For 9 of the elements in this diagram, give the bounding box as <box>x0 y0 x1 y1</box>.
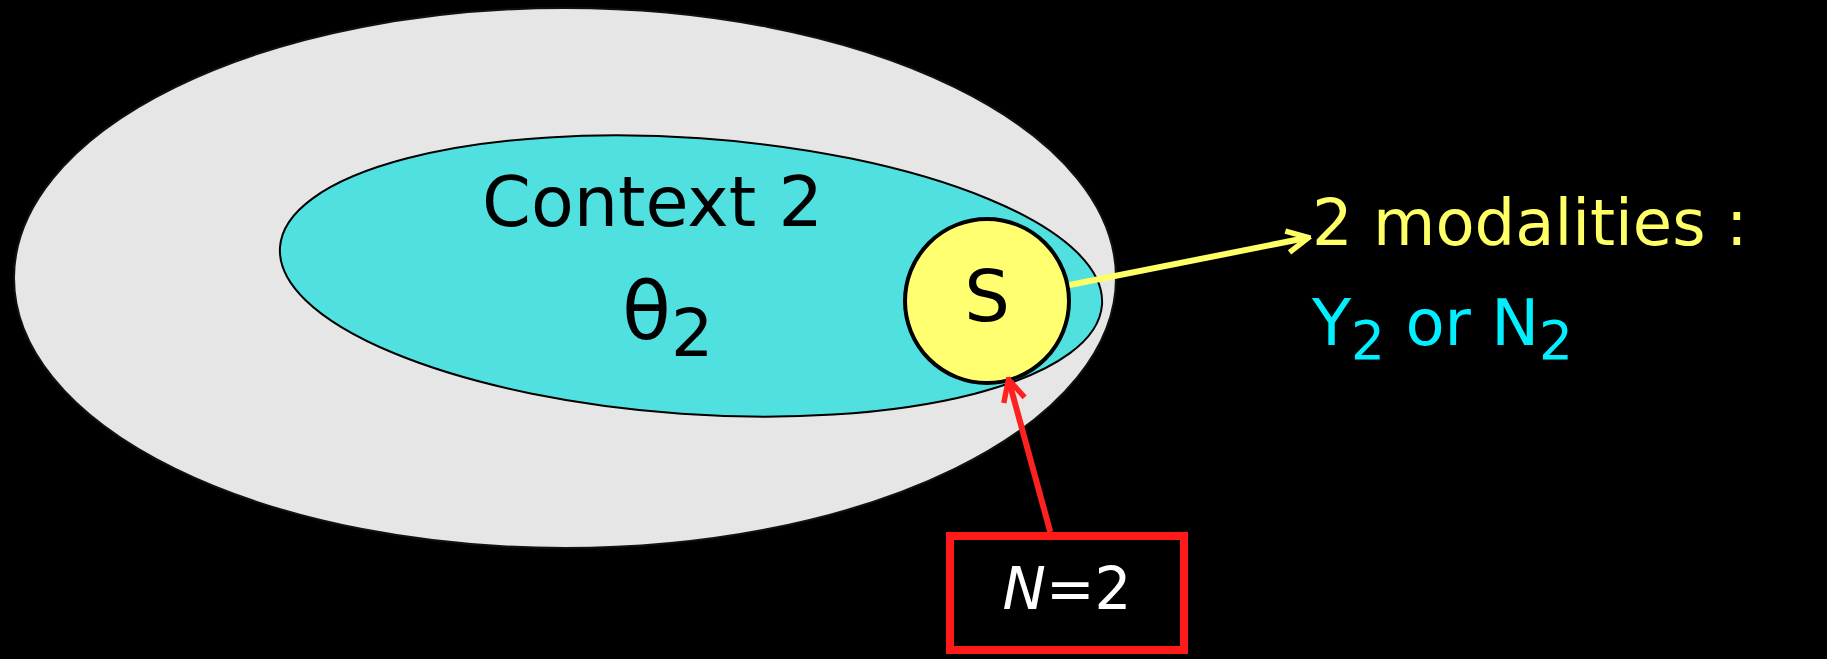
theta-label: θ$_{2}$ <box>622 268 714 371</box>
n-box <box>946 532 1188 654</box>
context-label: Context 2 <box>482 164 823 241</box>
modalities-values: Y$_{2}$ or N$_{2}$ <box>1312 288 1573 371</box>
modalities-label: 2 modalities : <box>1312 188 1748 259</box>
n-label: N=2 <box>1001 558 1133 622</box>
arrow <box>1001 376 1054 533</box>
arrow <box>1068 228 1312 288</box>
s-label: S <box>963 257 1011 337</box>
